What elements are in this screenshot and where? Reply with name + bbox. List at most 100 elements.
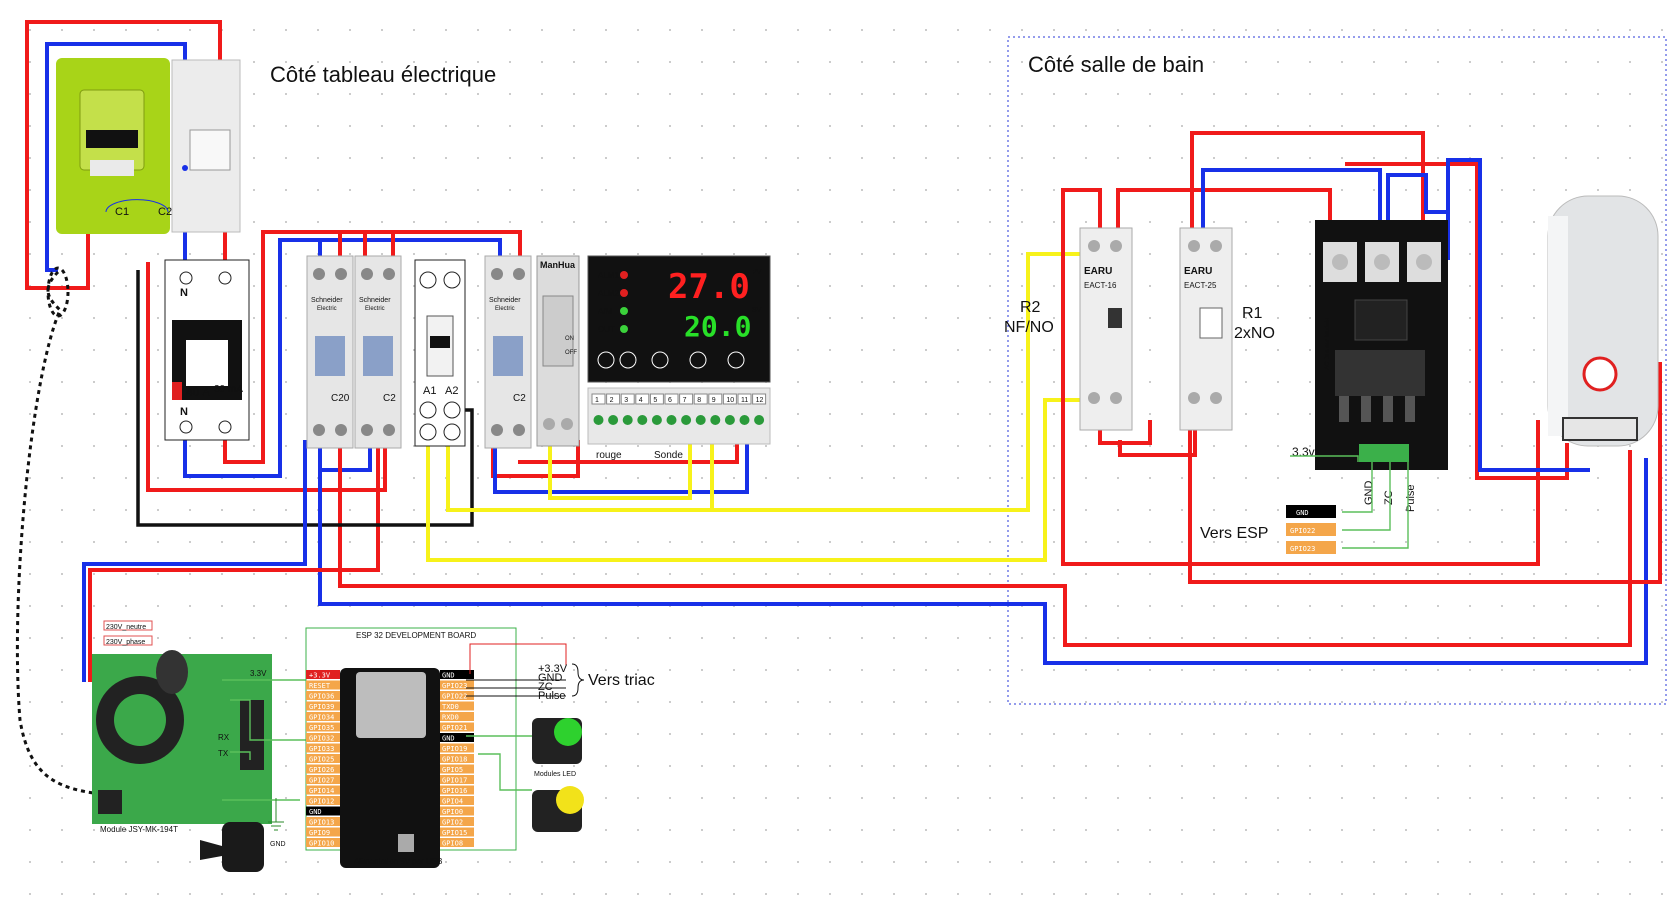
esp32-left-pin: GPIO27	[309, 777, 334, 785]
esp32-right-pin-bg	[440, 743, 474, 753]
thermo-terminal-number: 11	[741, 397, 748, 404]
thermo-terminal-screw	[651, 415, 662, 425]
thermo-out: OUT	[598, 325, 615, 334]
esp32-right-pin: GPIO16	[442, 787, 467, 795]
thermo-terminal-screw	[754, 415, 765, 425]
contactor-r1: EARU EACT-25	[1179, 227, 1233, 431]
breaker-c2b-brand2: Electric	[495, 306, 515, 312]
diff-n-top: N	[180, 287, 188, 299]
thermo-pv-label: PV	[752, 269, 762, 276]
esp32-right-pin-bg	[440, 764, 474, 774]
relay-a2: A2	[445, 385, 458, 397]
esp32-left-pin: GPIO26	[309, 766, 334, 774]
r1-model: EACT-25	[1184, 281, 1217, 290]
thermo-terminal-screw	[593, 415, 604, 425]
esp32-right-pin: GPIO23	[442, 682, 467, 690]
esp32-left-pin: GPIO25	[309, 756, 334, 764]
contactor-r2: EARU EACT-16	[1079, 227, 1133, 431]
breaker-c2b-model: C2	[513, 393, 526, 404]
esp32-right-pin: RXD0	[442, 714, 459, 722]
diff-sensitivity: 30 mA	[214, 384, 243, 395]
breaker-c20-model: C20	[331, 393, 350, 404]
esp32-right-pin-bg	[440, 796, 474, 805]
esp32-right-pin: GPIO15	[442, 829, 467, 837]
esp32-left-pin-bg	[306, 691, 340, 700]
esp32-right-pin-bg	[440, 722, 474, 732]
led-modules: Modules LED	[466, 718, 584, 832]
jsy-line-33v: 3.3V	[250, 669, 267, 678]
esp32-left-pin-bg	[306, 827, 340, 837]
esp32-left-pin: GPIO33	[309, 745, 334, 753]
esp32-right-pin: GPIO22	[442, 693, 467, 701]
thermo-terminal-screw	[724, 415, 735, 425]
dimmer-title: AC Dimmer Module	[1325, 317, 1331, 370]
breaker-c2-a: Schneider Electric C2	[354, 255, 402, 449]
thermo-terminal-box	[722, 393, 737, 405]
breaker-c2-b: Schneider Electric C2	[484, 255, 532, 449]
esp32-right-pin: GPIO18	[442, 756, 467, 764]
timer-brand: ManHua	[540, 260, 576, 270]
esp32-left-pin: GPIO35	[309, 724, 334, 732]
esp32-title: ESP 32 DEVELOPMENT BOARD	[356, 631, 476, 640]
thermo-terminal-number: 10	[726, 397, 734, 404]
esp32-right-pin: GPIO19	[442, 745, 467, 753]
thermo-terminal-number: 5	[653, 397, 657, 404]
esp32-left-pin-bg	[306, 817, 340, 826]
usb-charger	[200, 822, 264, 872]
thermo-terminal-screw	[681, 415, 692, 425]
esp32-left-pin-bg	[306, 838, 340, 847]
r2-model: EACT-16	[1084, 281, 1117, 290]
thermo-terminal-number: 12	[756, 397, 764, 404]
breaker-c2b-brand: Schneider	[489, 297, 521, 304]
thermo-alm1: ALM1	[598, 271, 619, 280]
triac-pulse: Pulse	[538, 690, 566, 702]
esp32-right-pin: GPIO8	[442, 840, 463, 848]
esp32-right-pin-bg	[440, 691, 474, 700]
breaker-c2a-brand2: Electric	[365, 306, 385, 312]
thermo-pv: 27.0	[668, 267, 750, 307]
water-heater	[1547, 195, 1659, 447]
thermo-terminal-screw	[695, 415, 706, 425]
esp32-right-pin-bg	[440, 754, 474, 763]
panel-section-title: Côté tableau électrique	[270, 62, 496, 87]
breaker-c2a-brand: Schneider	[359, 297, 391, 304]
dimmer-esp-gpio22: GPIO22	[1290, 527, 1315, 535]
esp32-left-pin-bg	[306, 733, 340, 742]
thermo-terminal-number: 3	[624, 397, 628, 404]
r1-sublabel: 2xNO	[1234, 325, 1275, 342]
r2-brand: EARU	[1084, 266, 1112, 277]
jsy-name: Module JSY-MK-194T	[100, 825, 178, 834]
diff-rating: 40 A	[186, 385, 210, 399]
esp32-right-pin-bg	[440, 817, 474, 826]
teleinfo-cable	[15, 270, 111, 797]
esp32-left-pin-bg	[306, 701, 340, 711]
thermo-terminal-box	[664, 393, 679, 405]
thermo-terminal-number: 6	[668, 397, 672, 404]
thermo-terminal-screw	[637, 415, 648, 425]
esp32-left-pin-bg	[306, 796, 340, 805]
esp32-left-pin-bg	[306, 722, 340, 732]
jsy-power-module: Module JSY-MK-194T 230V_neutre 230V_phas…	[92, 620, 306, 848]
esp32-right-pin-bg	[440, 712, 474, 721]
dimmer-pin-gnd: GND	[1363, 481, 1375, 506]
led-label: Modules LED	[534, 771, 576, 778]
jsy-neutre: 230V_neutre	[106, 624, 146, 631]
thermo-am: A/M	[598, 307, 613, 316]
esp32-left-pin-bg	[306, 775, 340, 784]
breaker-c2a-model: C2	[383, 393, 396, 404]
esp32-right-pin: GPIO0	[442, 808, 463, 816]
triac-label: Vers triac	[588, 672, 655, 689]
r1-brand: EARU	[1184, 266, 1212, 277]
thermo-terminal-box	[752, 393, 767, 405]
triac-33v: +3.3V	[538, 663, 568, 675]
thermo-terminal-screw	[739, 415, 750, 425]
diff-n-bottom: N	[180, 406, 188, 418]
esp32-right-pin-bg	[440, 701, 474, 711]
esp32-left-pin-bg	[306, 806, 340, 816]
esp32-right-pin: GPIO4	[442, 798, 463, 806]
esp32-left-pin-bg	[306, 670, 340, 679]
jsy-line-tx: TX	[218, 749, 229, 758]
linky-meter: C1 C2	[56, 58, 172, 234]
esp32-right-pin-bg	[440, 670, 474, 679]
